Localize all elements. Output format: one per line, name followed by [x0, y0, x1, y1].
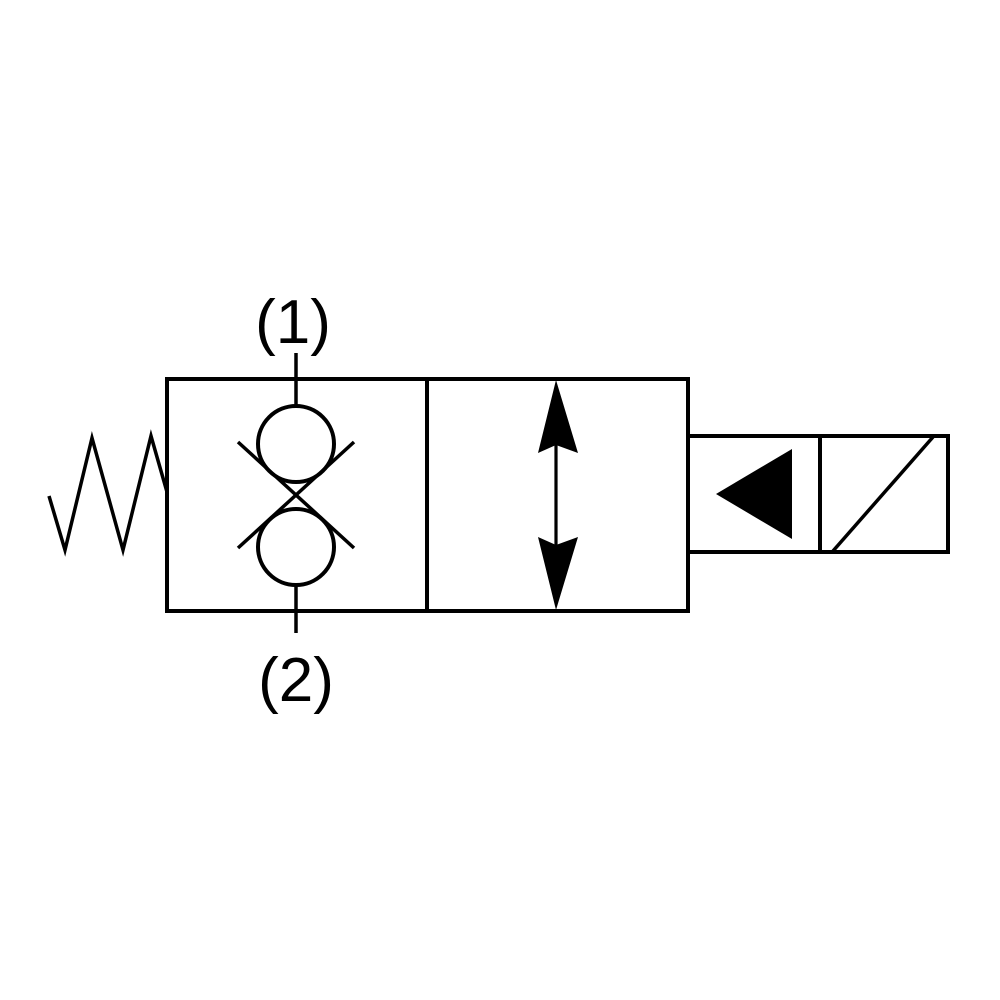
check-ball-top-icon	[256, 404, 336, 484]
solenoid-push-triangle-icon	[716, 449, 792, 539]
dual-check-valve-blocked-icon	[236, 404, 356, 587]
solenoid-coil-icon	[686, 434, 950, 554]
port-2-label: (2)	[258, 646, 334, 715]
check-ball-bottom-icon	[256, 507, 336, 587]
bidirectional-flow-arrow-icon	[538, 380, 578, 610]
flow-arrowhead-down	[538, 537, 578, 610]
solenoid-diagonal-line	[831, 435, 935, 553]
spring-return-icon	[47, 429, 169, 557]
check-seat-line-ascending	[236, 440, 356, 550]
port-1-label: (1)	[255, 288, 331, 357]
flow-arrowhead-up	[538, 380, 578, 453]
